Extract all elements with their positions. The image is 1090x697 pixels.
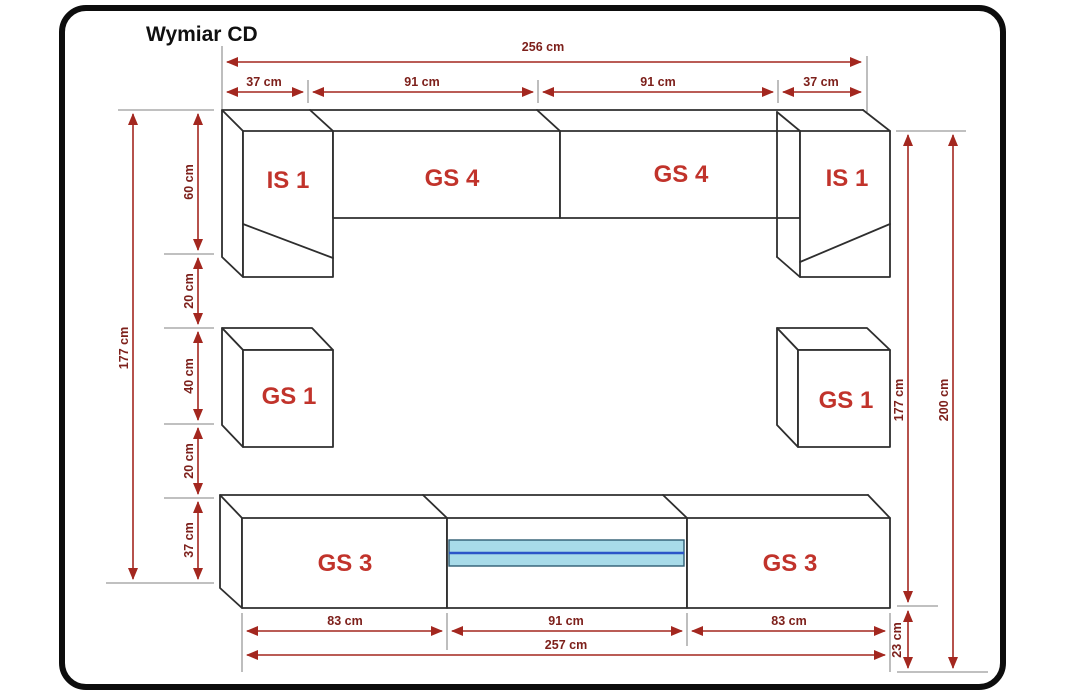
dim-label: 37 cm	[182, 522, 196, 557]
cube-side-face	[776, 327, 799, 448]
dim-label: 91 cm	[640, 75, 675, 89]
dim-label: 37 cm	[803, 75, 838, 89]
cabinet-gs3-left	[241, 517, 448, 609]
top-face-seam	[422, 494, 448, 519]
cabinet-gs3-right	[686, 517, 891, 609]
top-face-seam	[662, 494, 688, 519]
slanted-shelf-edge	[242, 223, 334, 259]
top-face-seam	[776, 111, 801, 132]
unit-label-gs3-right: GS 3	[763, 550, 818, 577]
wall-unit-middle-cubes: GS 1 GS 1	[221, 327, 891, 448]
unit-label-is1-left: IS 1	[267, 167, 310, 194]
dim-label: 83 cm	[771, 614, 806, 628]
dim-label: 20 cm	[182, 443, 196, 478]
dim-label: 20 cm	[182, 273, 196, 308]
top-face-seam	[309, 109, 334, 132]
dim-label: 91 cm	[404, 75, 439, 89]
panel-gs4-right	[559, 130, 801, 219]
unit-label-gs3-left: GS 3	[318, 550, 373, 577]
dim-label: 60 cm	[182, 164, 196, 199]
dim-label-unit-height: 177 cm	[892, 379, 906, 421]
cabinet-is1-right	[799, 130, 891, 278]
cube-side-face	[221, 327, 244, 448]
dim-label: 83 cm	[327, 614, 362, 628]
cabinet-gs1-left	[242, 349, 334, 448]
slanted-shelf-edge	[799, 223, 891, 263]
top-face-edge	[867, 494, 891, 519]
dim-label: 37 cm	[246, 75, 281, 89]
bottom-dimensions: 83 cm 91 cm 83 cm 257 cm	[241, 613, 891, 672]
dim-label-base-height: 23 cm	[890, 622, 904, 657]
page-title: Wymiar CD	[146, 23, 258, 46]
dim-label: 91 cm	[548, 614, 583, 628]
unit-label-is1-right: IS 1	[826, 165, 869, 192]
dim-label-total-bottom: 257 cm	[545, 638, 587, 652]
cabinet-side-face	[221, 109, 244, 278]
dim-label-total-height-right: 200 cm	[937, 379, 951, 421]
wall-unit-bottom-row: GS 3 GS 3	[219, 494, 891, 609]
dim-label: 40 cm	[182, 358, 196, 393]
left-dimensions: 177 cm 60 cm 20 cm 40 cm 20 cm 37 cm	[106, 109, 214, 584]
unit-label-gs1-left: GS 1	[262, 383, 317, 410]
top-face-edge	[862, 109, 891, 132]
cabinet-is1-left	[242, 130, 334, 278]
unit-label-gs4-right: GS 4	[654, 161, 709, 188]
unit-label-gs1-right: GS 1	[819, 387, 874, 414]
dim-label-total-width: 256 cm	[522, 40, 564, 54]
unit-label-gs4-left: GS 4	[425, 165, 480, 192]
right-dimensions: 177 cm 23 cm 200 cm	[890, 130, 988, 673]
top-dimensions: 256 cm 37 cm 91 cm 91 cm 37 cm	[221, 40, 868, 112]
top-face-seam	[536, 109, 561, 132]
dim-label-total-height-left: 177 cm	[117, 327, 131, 369]
cabinet-gs1-right	[797, 349, 891, 448]
wall-unit-top-row: IS 1 GS 4 GS 4 IS 1	[221, 109, 891, 278]
cabinet-bottom-edge	[776, 256, 801, 278]
